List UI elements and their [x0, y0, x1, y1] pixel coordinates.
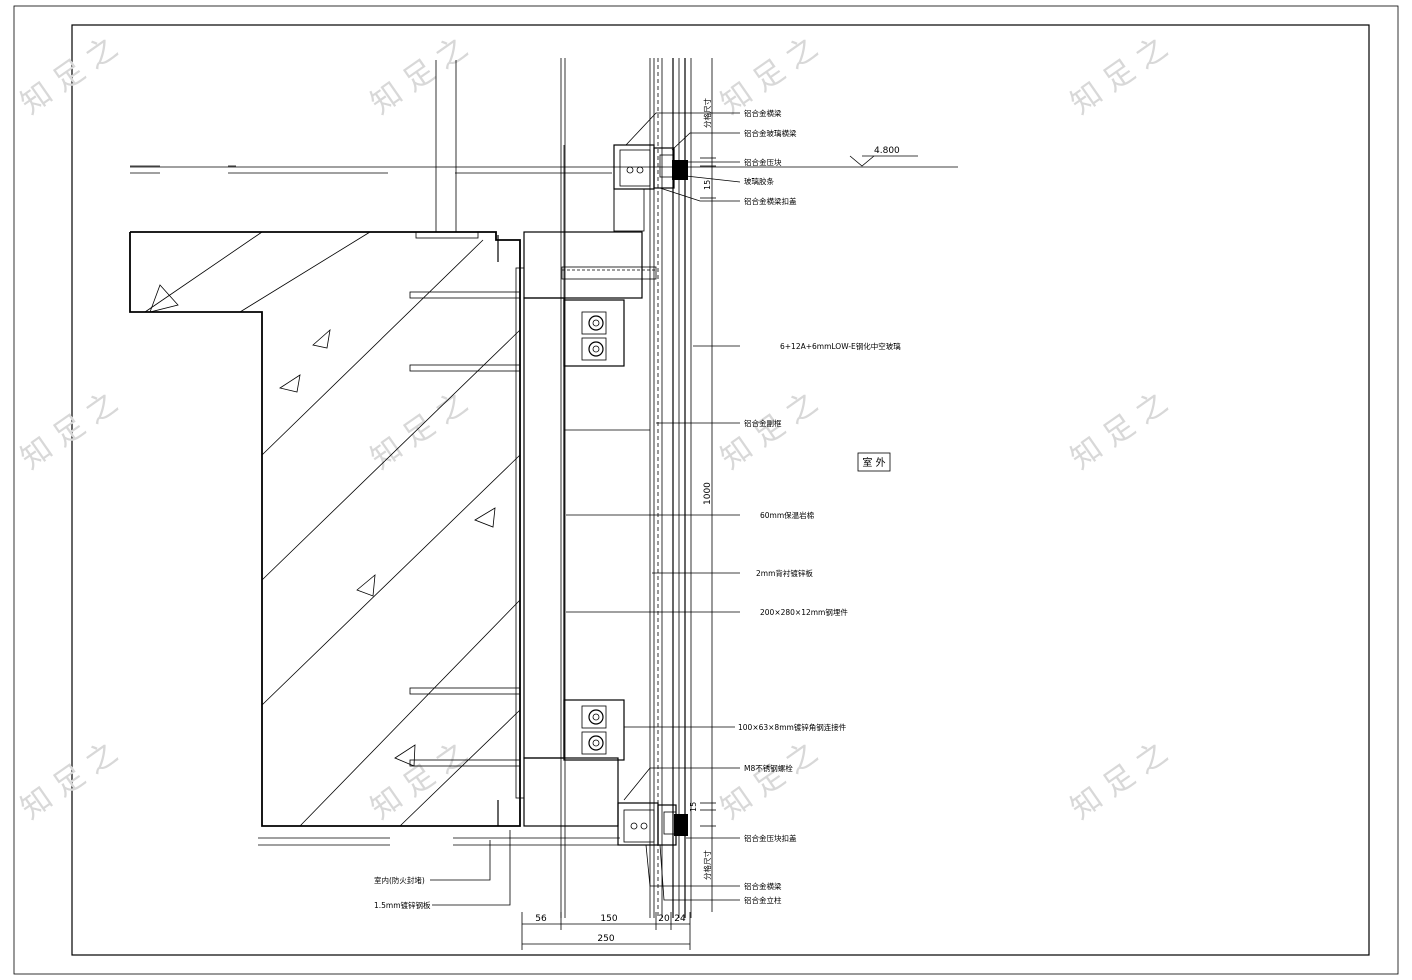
callout-label: 100×63×8mm镀锌角钢连接件 — [738, 722, 847, 732]
callout-label: 铝合金压块 — [744, 157, 782, 167]
callout-label: 铝合金立柱 — [744, 895, 782, 905]
room-label-box: 室 外 — [857, 452, 891, 472]
callout-label: M8不锈钢螺栓 — [744, 763, 793, 773]
callout-label: 1.5mm镀锌钢板 — [374, 900, 431, 910]
callout-leaders — [430, 112, 741, 906]
outer-frame — [13, 5, 1399, 975]
dimension-text-15: 15 — [689, 802, 698, 812]
inner-frame — [71, 24, 1370, 956]
watermark-text: 知 足 之 — [15, 385, 124, 476]
vertical-insulation — [523, 297, 565, 759]
dimension-text-150: 150 — [600, 914, 617, 924]
callout-label: 60mm保温岩棉 — [760, 510, 814, 520]
callout-label: 200×280×12mm钢埋件 — [760, 607, 848, 617]
upper-structure — [130, 60, 958, 239]
right-dimension-chain: 分格尺寸 15 1000 15 分格尺寸 — [689, 58, 716, 912]
watermark-text: 知 足 之 — [1065, 735, 1174, 826]
room-label: 室 外 — [862, 456, 885, 469]
watermark-text: 知 足 之 — [15, 30, 124, 121]
callout-label: 6+12A+6mmLOW-E钢化中空玻璃 — [780, 341, 901, 351]
callout-label: 玻璃胶条 — [744, 176, 774, 186]
callout-label: 2mm背衬镀锌板 — [756, 568, 813, 578]
callout-label: 铝合金横梁 — [744, 881, 782, 891]
backing-steel-sheet — [561, 266, 657, 280]
callout-label: 室内(防火封堵) — [374, 875, 425, 885]
lower-connection-bracket — [563, 699, 625, 761]
callout-label: 铝合金副框 — [744, 418, 782, 428]
watermark-text: 知 足 之 — [1065, 30, 1174, 121]
dimension-text-24: 24 — [674, 914, 686, 924]
callout-labels: 铝合金横梁 铝合金玻璃横梁 铝合金压块 玻璃胶条 铝合金横梁扣盖 6+12A+6… — [374, 108, 901, 910]
watermarks: 知 足 之 知 足 之 知 足 之 知 足 之 知 足 之 知 足 之 知 足 … — [15, 30, 1174, 826]
upper-transom — [613, 144, 688, 232]
bottom-insulation — [523, 757, 619, 827]
watermark-text: 知 足 之 — [15, 735, 124, 826]
watermark-text: 知 足 之 — [365, 385, 474, 476]
bottom-dimension-chain: 56 150 20 24 250 — [521, 912, 691, 950]
callout-label: 铝合金横梁扣盖 — [744, 196, 797, 206]
watermark-text: 知 足 之 — [715, 30, 824, 121]
callout-label: 铝合金玻璃横梁 — [744, 128, 797, 138]
dimension-text-15: 15 — [703, 180, 712, 190]
dimension-text-grid-size: 分格尺寸 — [702, 850, 712, 880]
dimension-text-20: 20 — [658, 914, 670, 924]
level-value: 4.800 — [874, 146, 900, 156]
mullion-and-glazing — [560, 58, 692, 918]
lower-transom — [617, 758, 688, 846]
anchor-bolts — [409, 235, 521, 826]
watermark-text: 知 足 之 — [365, 735, 474, 826]
callout-label: 铝合金横梁 — [744, 108, 782, 118]
upper-connection-bracket — [563, 299, 625, 367]
dimension-text-1000: 1000 — [703, 482, 713, 505]
dimension-text-56: 56 — [535, 914, 547, 924]
watermark-text: 知 足 之 — [1065, 385, 1174, 476]
top-insulation — [523, 231, 643, 299]
watermark-text: 知 足 之 — [715, 735, 824, 826]
level-mark: 4.800 — [849, 146, 918, 167]
watermark-text: 知 足 之 — [365, 30, 474, 121]
dimension-text-250: 250 — [597, 934, 614, 944]
callout-label: 铝合金压块扣盖 — [744, 833, 797, 843]
concrete-beam — [129, 231, 620, 846]
watermark-text: 知 足 之 — [715, 385, 824, 476]
